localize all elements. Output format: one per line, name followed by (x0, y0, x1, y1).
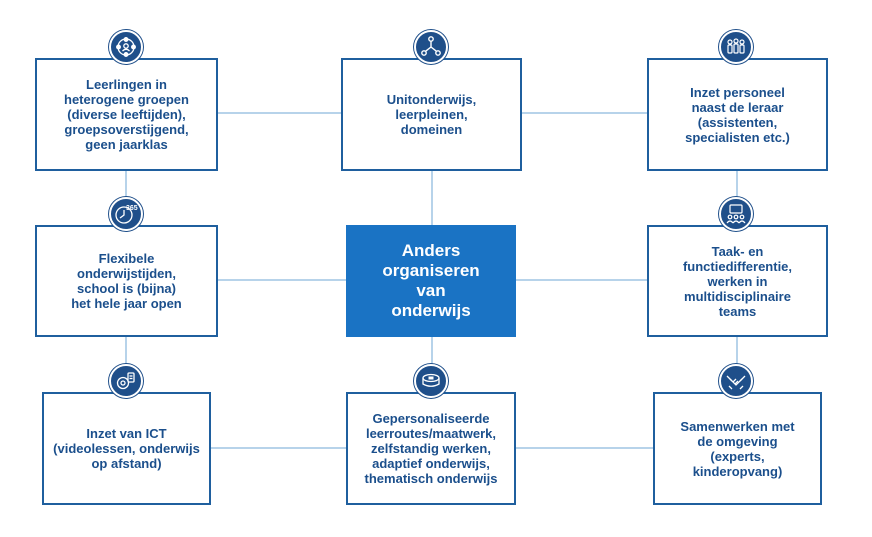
node-label: Inzet personeel naast de leraar (assiste… (685, 84, 790, 145)
node-personalised-routes: Gepersonaliseerde leerroutes/maatwerk, z… (346, 392, 516, 505)
calendar-365-label: 365 (126, 205, 138, 212)
node-task-differentiation: Taak- en functiedifferentie, werken in m… (647, 225, 828, 337)
node-label: Samenwerken met de omgeving (experts, ki… (680, 418, 795, 479)
staff-people-icon (719, 30, 753, 64)
node-unit-education: Unitonderwijs, leerpleinen, domeinen (341, 58, 522, 171)
node-label: Taak- en functiedifferentie, werken in m… (682, 243, 793, 319)
node-label: Flexibele onderwijstijden, school is (bi… (71, 251, 182, 311)
node-label: Inzet van ICT (videolessen, onderwijs op… (53, 426, 200, 471)
group-circle-icon (109, 30, 143, 64)
presentation-team-icon (719, 197, 753, 231)
node-flexible-times: Flexibele onderwijstijden, school is (bi… (35, 225, 218, 337)
measuring-tape-icon (414, 364, 448, 398)
center-label: Anders organiseren van onderwijs (382, 241, 480, 320)
node-cooperation: Samenwerken met de omgeving (experts, ki… (653, 392, 822, 505)
network-nodes-icon (414, 30, 448, 64)
handshake-icon (719, 364, 753, 398)
node-label: Gepersonaliseerde leerroutes/maatwerk, z… (364, 411, 498, 486)
clock-365-icon: 365 (109, 197, 143, 231)
node-label: Unitonderwijs, leerpleinen, domeinen (386, 92, 477, 137)
center-topic: Anders organiseren van onderwijs (346, 225, 516, 337)
node-label: Leerlingen in heterogene groepen (divers… (64, 77, 189, 152)
node-heterogeneous-groups: Leerlingen in heterogene groepen (divers… (35, 58, 218, 171)
node-staff-deployment: Inzet personeel naast de leraar (assiste… (647, 58, 828, 171)
webcam-device-icon (109, 364, 143, 398)
node-ict: Inzet van ICT (videolessen, onderwijs op… (42, 392, 211, 505)
